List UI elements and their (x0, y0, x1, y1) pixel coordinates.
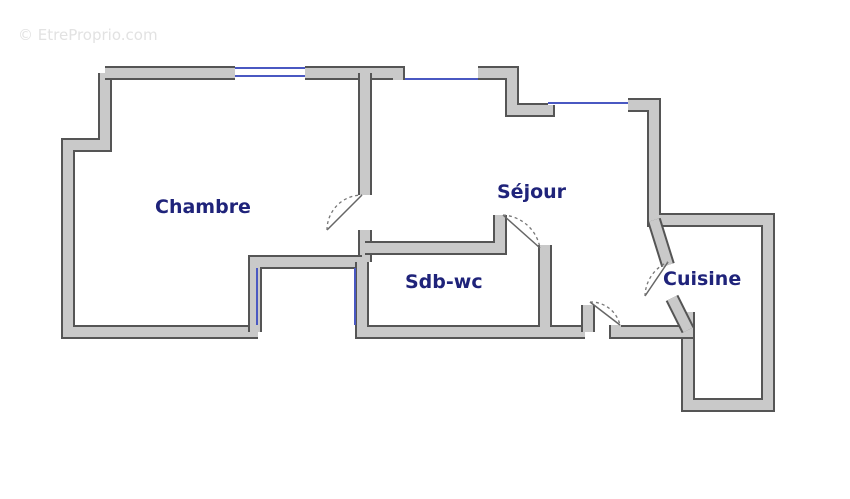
room-label-chambre: Chambre (155, 196, 251, 218)
walls (61, 66, 775, 412)
doors (326, 194, 669, 326)
room-label-sdb: Sdb-wc (405, 271, 483, 293)
room-label-sejour: Séjour (497, 181, 567, 203)
windows (235, 67, 628, 325)
watermark: © EtreProprio.com (18, 26, 158, 44)
room-label-cuisine: Cuisine (663, 268, 741, 290)
